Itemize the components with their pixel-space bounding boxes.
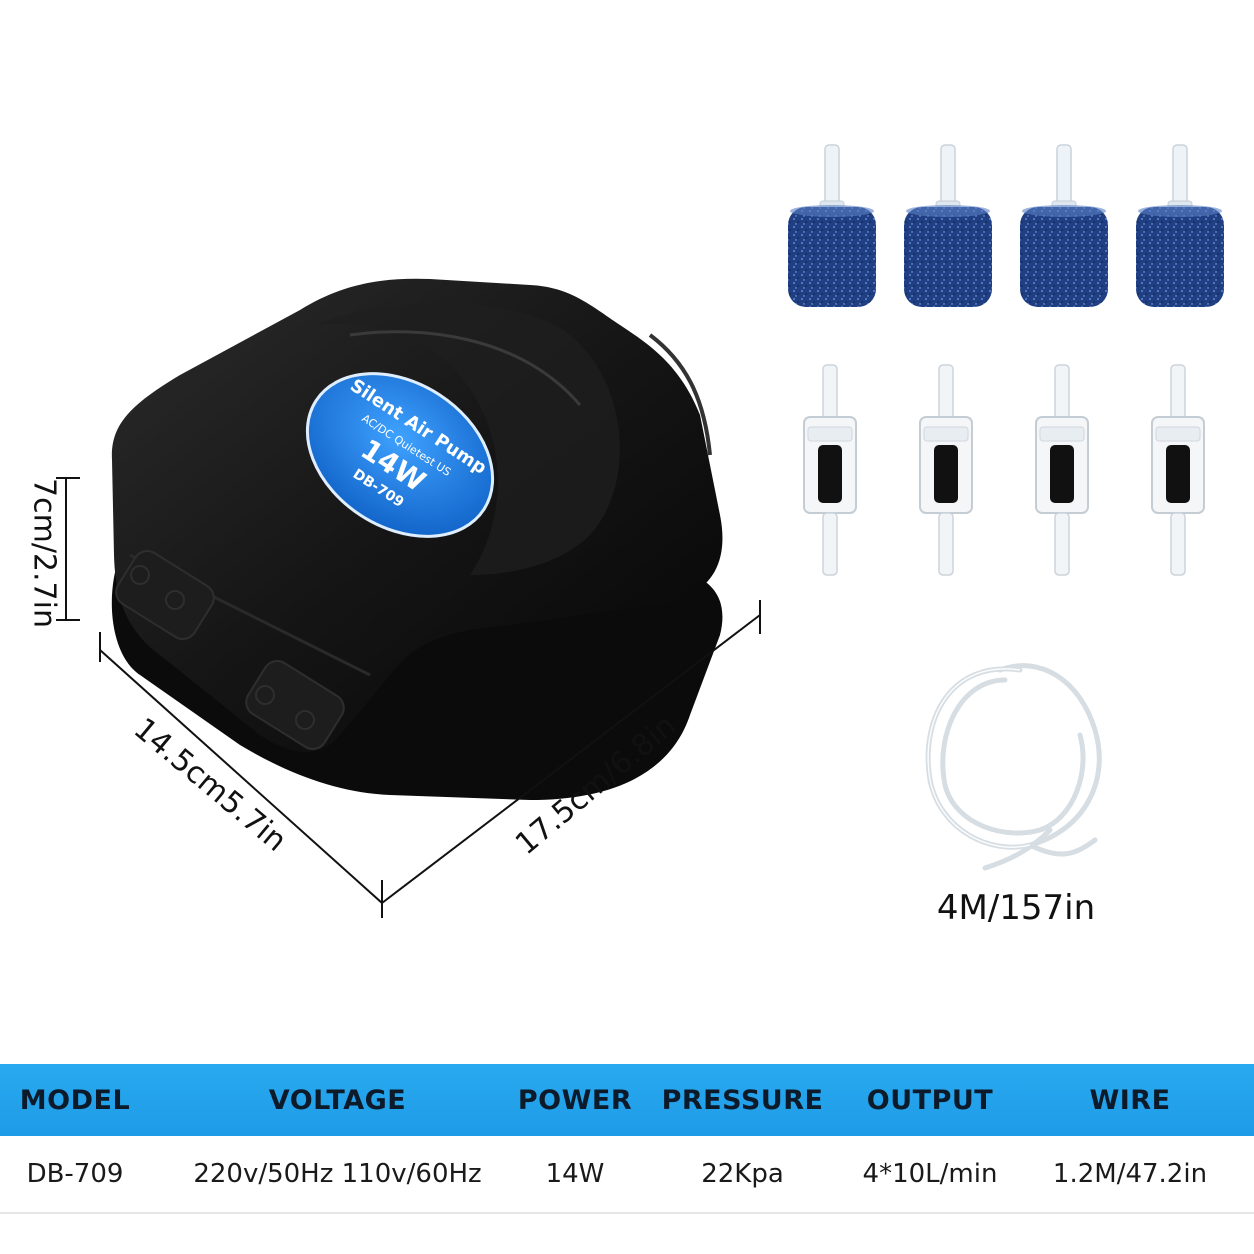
air-stones <box>787 144 1225 308</box>
spec-header-model: MODEL <box>19 1084 131 1116</box>
air-tube-coil <box>925 663 1102 871</box>
check-valve <box>919 364 973 576</box>
air-stone <box>1135 144 1225 308</box>
spec-header-output: OUTPUT <box>866 1084 994 1116</box>
spec-header-power: POWER <box>517 1084 633 1116</box>
check-valve <box>1151 364 1205 576</box>
check-valve <box>1035 364 1089 576</box>
pump-brand-label <box>305 372 495 538</box>
height-dimension-label: 7cm/2.7in <box>26 478 62 628</box>
spec-header-wire: WIRE <box>1089 1084 1171 1116</box>
air-stone <box>1019 144 1109 308</box>
check-valve <box>803 364 857 576</box>
spec-value-output: 4*10L/min <box>862 1159 998 1189</box>
spec-value-wire: 1.2M/47.2in <box>1052 1159 1208 1189</box>
check-valves <box>803 364 1205 576</box>
spec-header-voltage: VOLTAGE <box>268 1084 407 1116</box>
spec-value-power: 14W <box>545 1159 605 1189</box>
spec-header-pressure: PRESSURE <box>661 1084 824 1116</box>
spec-value-pressure: 22Kpa <box>701 1159 784 1189</box>
spec-table-row: DB-709 220v/50Hz 110v/60Hz 14W 22Kpa 4*1… <box>0 1136 1254 1214</box>
air-stone <box>787 144 877 308</box>
spec-table-header: MODEL VOLTAGE POWER PRESSURE OUTPUT WIRE <box>0 1064 1254 1136</box>
air-stone <box>903 144 993 308</box>
tube-length-label: 4M/157in <box>936 888 1096 928</box>
spec-value-voltage: 220v/50Hz 110v/60Hz <box>193 1159 482 1189</box>
spec-value-model: DB-709 <box>26 1159 124 1189</box>
